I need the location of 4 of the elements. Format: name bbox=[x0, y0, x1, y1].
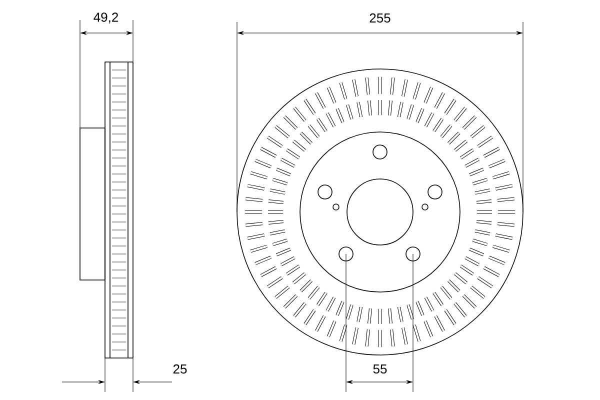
dimension-label: 55 bbox=[373, 364, 387, 374]
dimension-label: 25 bbox=[173, 364, 187, 374]
dimension-label: 49,2 bbox=[94, 12, 118, 24]
dimension-label: 255 bbox=[370, 13, 390, 23]
